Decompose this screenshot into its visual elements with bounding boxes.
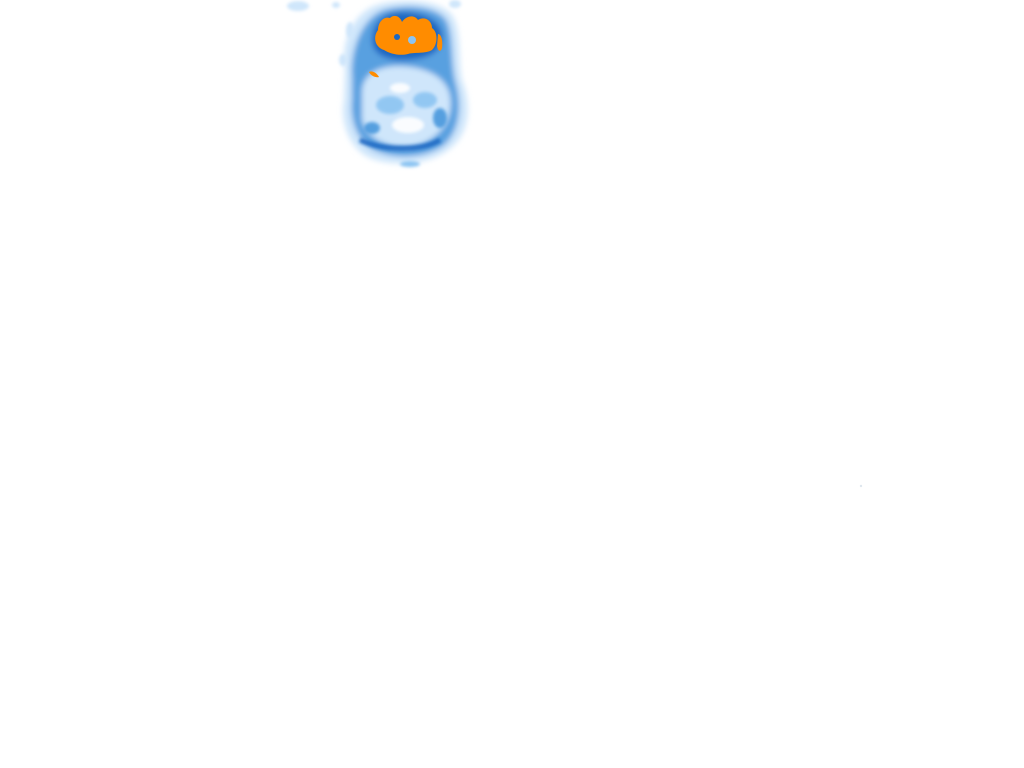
precip-intense-main [375,15,437,55]
precip-band-light-inner [362,66,451,147]
precip-scatter-echo [339,54,347,66]
precip-intense-hole [408,36,416,44]
precip-scatter-echo [400,161,420,167]
precip-cell-intense-core [369,15,443,78]
precip-intense-speck [369,71,379,78]
precip-speck [859,484,863,488]
precip-scatter [287,0,461,167]
precip-scatter-echo [287,1,309,11]
precip-scatter-echo [449,0,461,8]
precip-intense-hole [394,34,400,40]
precip-scatter-echo [332,2,340,8]
precip-intense-edge [437,34,443,51]
precip-cell-lower-texture [358,83,447,151]
precip-scatter-echo [346,22,354,38]
